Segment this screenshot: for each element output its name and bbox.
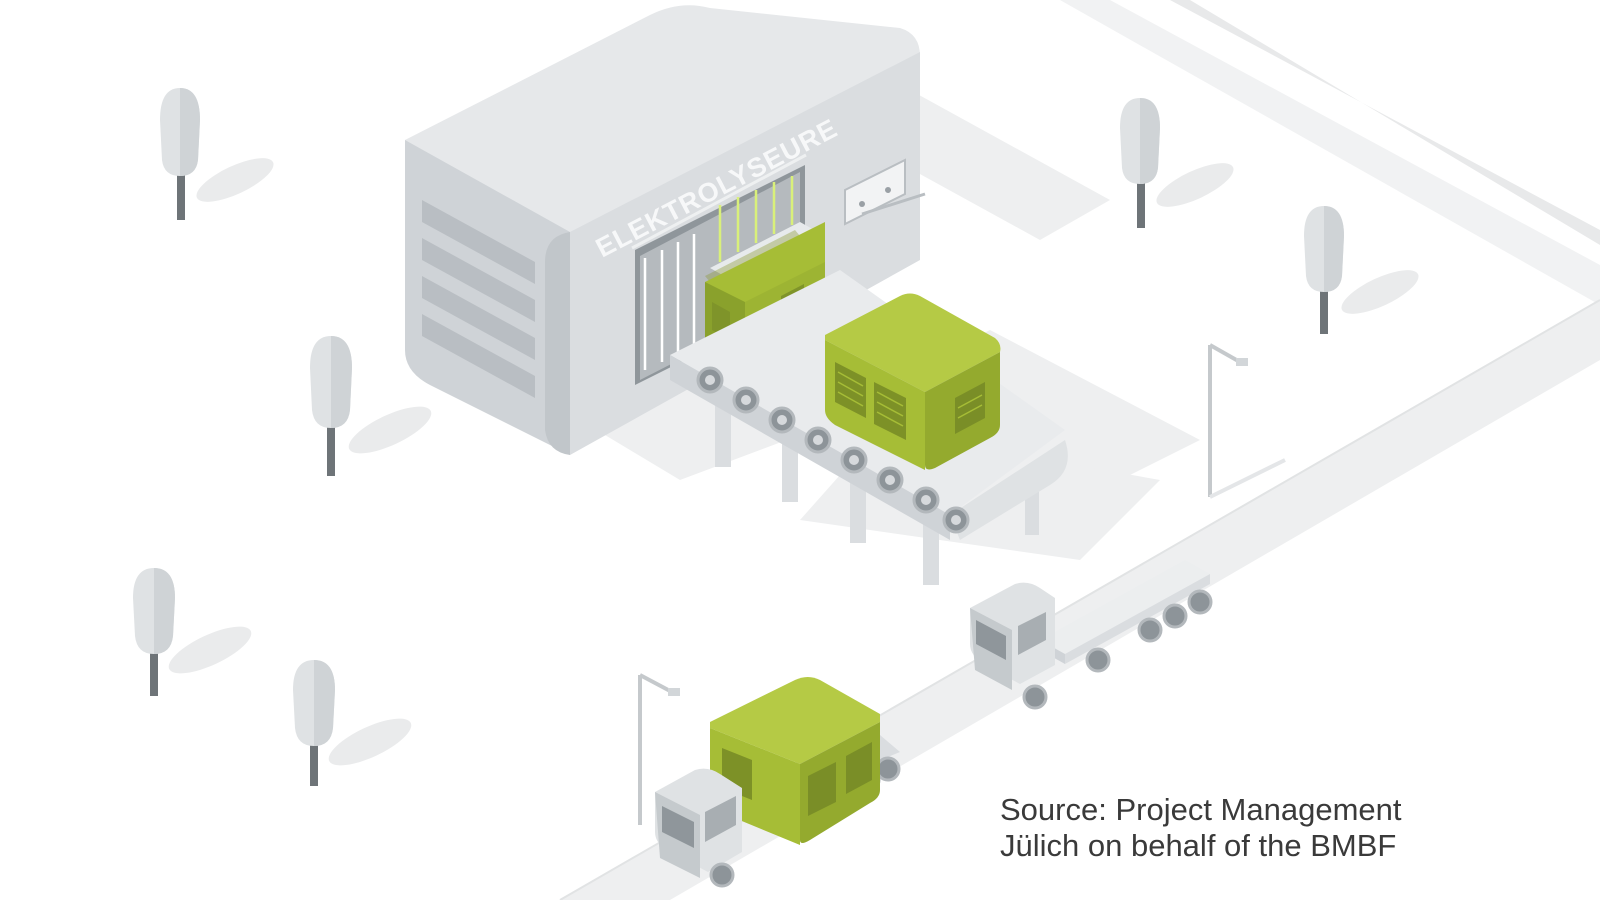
road-upper bbox=[1060, 0, 1600, 305]
truck-empty bbox=[970, 560, 1213, 710]
tree-5 bbox=[133, 568, 252, 696]
tree-4 bbox=[310, 336, 432, 476]
caption-line-1: Source: Project Management bbox=[1000, 792, 1402, 827]
truck-loaded bbox=[655, 677, 901, 888]
tree-6 bbox=[293, 660, 412, 786]
module-on-conveyor bbox=[825, 293, 1001, 470]
tree-1 bbox=[160, 88, 274, 220]
source-caption: Source: Project Management Jülich on beh… bbox=[1000, 792, 1402, 864]
sign-underline bbox=[631, 153, 807, 250]
tree-2 bbox=[1120, 98, 1234, 228]
street-lamp-1 bbox=[1208, 343, 1286, 499]
caption-line-2: Jülich on behalf of the BMBF bbox=[1000, 828, 1397, 863]
factory-building bbox=[405, 5, 926, 455]
street-lamp-2 bbox=[638, 673, 680, 825]
tree-3 bbox=[1304, 206, 1419, 334]
